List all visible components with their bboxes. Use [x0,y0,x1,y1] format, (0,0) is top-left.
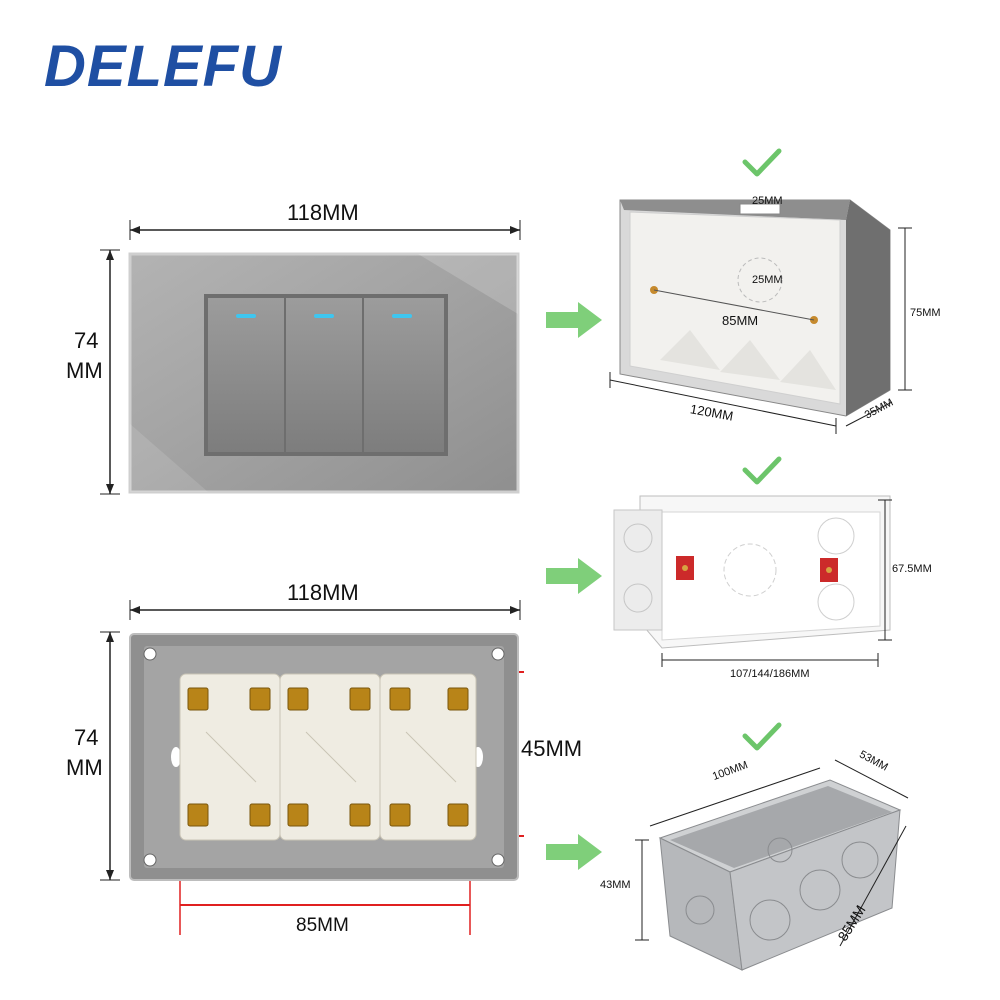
box1-screw-spacing-label: 85MM [722,313,759,328]
back-height-label-number: 74 [74,725,99,750]
flush-box [613,495,892,667]
brand-logo: DELEFU [44,34,282,99]
front-height-label-number: 74 [74,328,99,353]
box2-height-label: 67.5MM [892,563,932,575]
arrow-right-icon [546,558,602,594]
back-switch-panel [129,633,519,881]
mount-width-label: 85MM [296,915,349,936]
back-height-label-unit: MM [66,755,103,780]
surface-box [609,199,912,434]
check-icon [742,148,782,177]
box3-height-label: 43MM [600,879,631,891]
front-height-label-unit: MM [66,358,103,383]
box2-width-label: 107/144/186MM [730,668,810,680]
front-width-label: 118MM [287,200,359,225]
mount-height-label: 45MM [521,736,583,761]
arrow-right-icon [546,302,602,338]
back-width-label: 118MM [287,580,359,605]
box1-top-slot-label: 25MM [752,195,783,207]
check-icon [742,456,782,485]
box1-height-label: 75MM [910,307,941,319]
glass-switch-panel [128,252,520,494]
box1-hole-label: 25MM [752,274,783,286]
metal-box [635,759,909,971]
check-icon [742,722,782,751]
arrow-right-icon [546,834,602,870]
